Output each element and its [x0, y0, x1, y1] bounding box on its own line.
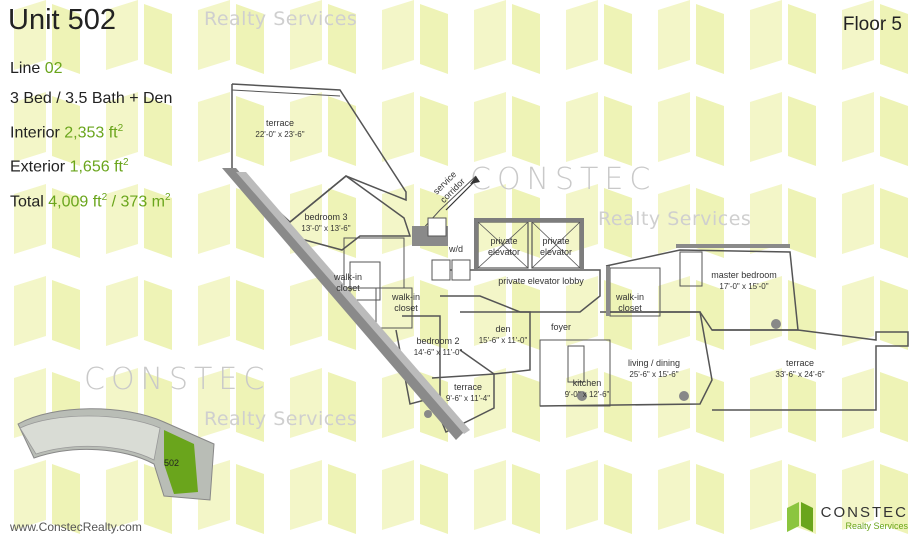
bedroom3-outline [289, 175, 412, 251]
room-terrace-right: terrace 33'-6" x 24'-6" [775, 358, 825, 379]
room-walkin-closet-1: walk-in closet [333, 272, 362, 293]
room-living-dining: living / dining 25'-6" x 15'-6" [627, 358, 681, 379]
logo-name: CONSTEC [820, 503, 908, 521]
website-link[interactable]: www.ConstecRealty.com [10, 520, 142, 534]
spec-total: Total 4,009 ft2 / 373 m2 [10, 191, 171, 210]
room-bedroom-2: bedroom 2 14'-6" x 11'-0" [413, 336, 463, 357]
lobby-outline [440, 269, 601, 313]
den-outline [459, 311, 531, 375]
floor-label: Floor 5 [842, 14, 902, 35]
room-walkin-closet-2: walk-in closet [391, 292, 420, 313]
room-foyer: foyer [550, 322, 571, 332]
spec-line-value: 02 [44, 60, 63, 77]
unit-specs: Line 02 3 Bed / 3.5 Bath + Den Interior … [10, 54, 172, 217]
spec-exterior: Exterior 1,656 ft2 [10, 157, 129, 176]
room-kitchen: kitchen 9'-0" x 12'-6" [564, 378, 610, 399]
room-walkin-closet-3: walk-in closet [615, 292, 644, 313]
key-plan-unit-label: 502 [164, 458, 180, 468]
room-master-bedroom: master bedroom 17'-0" x 15'-0" [711, 270, 777, 291]
room-terrace-top: terrace 22'-0" x 23'-6" [255, 118, 305, 139]
room-private-elevator-2: private elevator [539, 236, 573, 257]
room-private-elevator-1: private elevator [487, 236, 521, 257]
logo-sub: Realty Services [845, 520, 908, 531]
constec-logo: CONSTEC Realty Services [785, 500, 908, 534]
room-den: den 15'-6" x 11'-0" [478, 324, 528, 345]
watermark-brand-left: CONSTEC [84, 362, 271, 397]
exterior-wall [222, 168, 464, 440]
room-terrace-small: terrace 9'-6" x 11'-4" [445, 382, 491, 403]
room-wd: w/d [448, 244, 463, 254]
terrace-right-outline [712, 329, 909, 411]
watermark-brand-right: CONSTEC [470, 162, 657, 197]
room-elevator-lobby: private elevator lobby [498, 276, 584, 286]
watermark-sub-top: Realty Services [204, 8, 358, 30]
room-bedroom-3: bedroom 3 13'-0" x 13'-6" [301, 212, 351, 233]
spec-config: 3 Bed / 3.5 Bath + Den [10, 90, 173, 107]
key-plan [17, 408, 215, 501]
spec-line: Line 02 [10, 60, 63, 77]
watermark-sub-left: Realty Services [204, 408, 358, 430]
watermark-sub-right: Realty Services [598, 208, 752, 230]
unit-title: Unit 502 [8, 4, 117, 36]
spec-interior: Interior 2,353 ft2 [10, 123, 124, 142]
constec-logo-icon [786, 502, 813, 532]
